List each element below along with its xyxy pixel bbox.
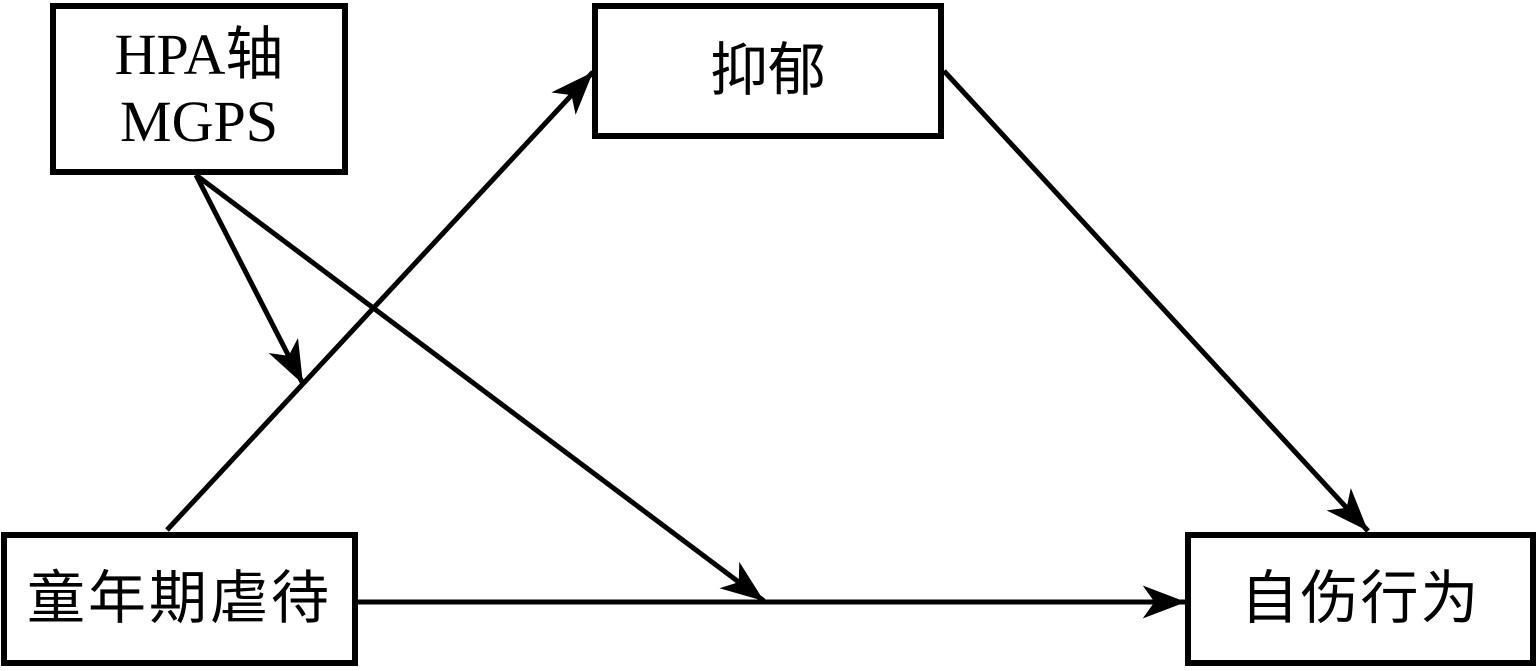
node-childhood-abuse: 童年期虐待	[1, 532, 358, 666]
node-self-harm-behavior: 自伤行为	[1185, 532, 1536, 666]
node-self-harm-behavior-label: 自伤行为	[1240, 565, 1481, 631]
node-hpa-mgps: HPA轴 MGPS	[50, 3, 348, 175]
arrow-hpa-moderates-abuse-depression-path	[193, 173, 306, 386]
node-childhood-abuse-label: 童年期虐待	[26, 565, 332, 631]
arrow-abuse-to-depression	[165, 70, 595, 532]
node-depression: 抑郁	[592, 3, 944, 139]
node-hpa-label-line1: HPA轴	[114, 22, 284, 88]
node-hpa-label-line2: MGPS	[120, 89, 278, 154]
arrow-hpa-moderates-abuse-selfharm-path	[194, 173, 766, 603]
arrow-depression-to-selfharm	[942, 69, 1370, 533]
node-depression-label: 抑郁	[709, 37, 826, 103]
